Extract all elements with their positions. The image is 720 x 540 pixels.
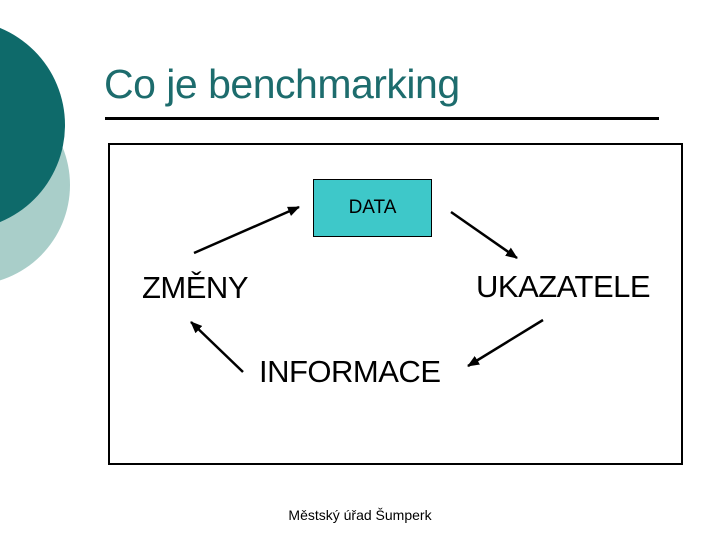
- diagram-node-data-label: DATA: [348, 197, 397, 218]
- diagram-node-ukazatele: UKAZATELE: [476, 269, 651, 304]
- footer-text: Městský úřad Šumperk: [288, 507, 432, 523]
- diagram-node-informace: INFORMACE: [259, 354, 441, 389]
- diagram-node-zmeny: ZMĚNY: [142, 270, 249, 305]
- page-title: Co je benchmarking: [104, 61, 460, 107]
- diagram-node-data: DATA: [313, 179, 432, 237]
- title-underline: [105, 117, 659, 120]
